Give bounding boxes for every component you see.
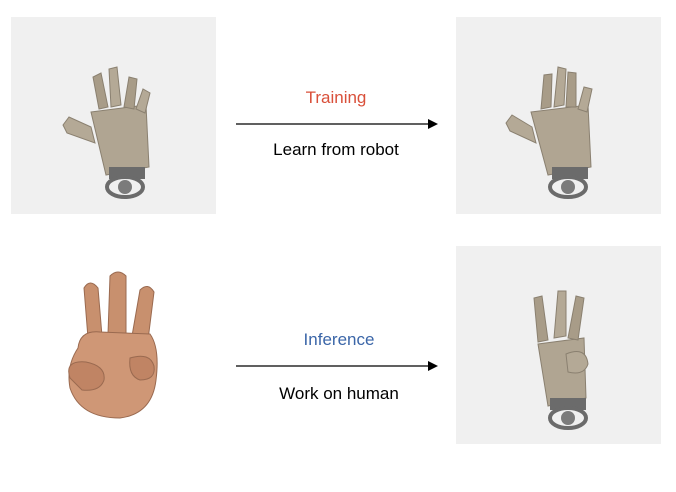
robot-hand-icon xyxy=(62,66,151,199)
training-subtitle: Learn from robot xyxy=(273,140,399,159)
inference-title: Inference xyxy=(303,330,375,349)
robot-hand-icon xyxy=(533,290,589,430)
robot-output-inference-panel xyxy=(456,246,661,444)
inference-subtitle: Work on human xyxy=(279,384,399,403)
training-title: Training xyxy=(305,88,367,107)
training-arrow xyxy=(236,119,438,129)
inference-arrow xyxy=(236,361,438,371)
robot-output-training-panel xyxy=(456,17,661,214)
robot-input-panel xyxy=(11,17,216,214)
human-input-image xyxy=(60,268,170,420)
robot-hand-icon xyxy=(505,66,593,199)
human-hand-icon xyxy=(68,271,158,419)
